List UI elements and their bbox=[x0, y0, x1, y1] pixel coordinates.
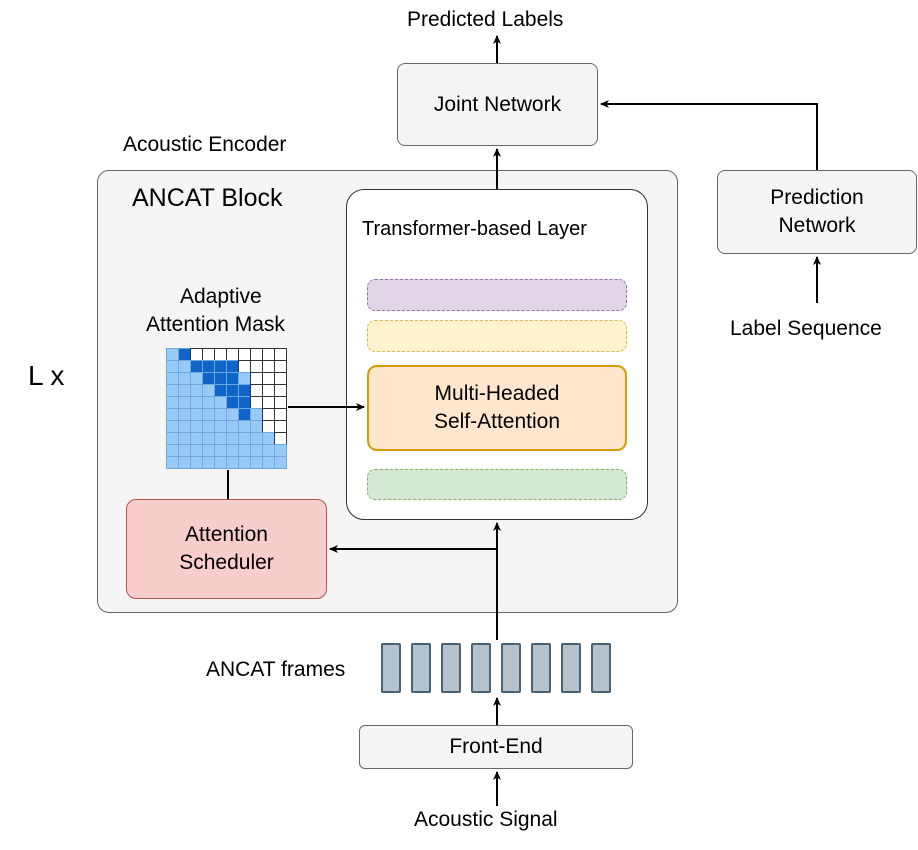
arrow-prediction-to-joint bbox=[600, 100, 818, 170]
dashed-layer-yellow bbox=[367, 320, 627, 352]
dashed-layer-purple bbox=[367, 279, 627, 311]
adaptive-mask-label-line1: Adaptive bbox=[180, 285, 262, 308]
ancat-frame bbox=[471, 643, 491, 693]
dashed-layer-green bbox=[367, 469, 627, 500]
front-end-box: Front-End bbox=[359, 725, 633, 769]
adaptive-mask-label-line2: Attention Mask bbox=[146, 313, 285, 336]
transformer-layer-label: Transformer-based Layer bbox=[362, 218, 587, 240]
acoustic-encoder-label: Acoustic Encoder bbox=[123, 133, 287, 156]
ancat-frame bbox=[441, 643, 461, 693]
attention-scheduler-box: Attention Scheduler bbox=[126, 499, 327, 599]
ancat-frame bbox=[501, 643, 521, 693]
transformer-layer-container bbox=[346, 189, 648, 520]
ancat-frames-group bbox=[381, 643, 613, 695]
ancat-frames-label: ANCAT frames bbox=[206, 658, 346, 681]
scheduler-label-line2: Scheduler bbox=[179, 551, 274, 574]
mhsa-label-line1: Multi-Headed bbox=[434, 382, 560, 405]
prediction-network-label-line2: Network bbox=[778, 214, 856, 237]
ancat-frame bbox=[561, 643, 581, 693]
ancat-frame bbox=[381, 643, 401, 693]
multi-headed-self-attention-box: Multi-Headed Self-Attention bbox=[367, 365, 627, 451]
adaptive-attention-mask-grid bbox=[166, 348, 287, 469]
predicted-labels-label: Predicted Labels bbox=[407, 8, 564, 31]
ancat-frame bbox=[591, 643, 611, 693]
ancat-frame bbox=[531, 643, 551, 693]
mask-cell bbox=[274, 456, 287, 469]
front-end-label: Front-End bbox=[449, 735, 543, 758]
mhsa-label-line2: Self-Attention bbox=[433, 410, 561, 433]
prediction-network-label-line1: Prediction bbox=[770, 186, 864, 209]
ancat-block-label: ANCAT Block bbox=[132, 184, 283, 212]
scheduler-label-line1: Attention bbox=[185, 523, 268, 546]
prediction-network-box: Prediction Network bbox=[717, 170, 917, 254]
label-sequence-label: Label Sequence bbox=[730, 317, 882, 340]
joint-network-box: Joint Network bbox=[397, 63, 598, 146]
ancat-frame bbox=[411, 643, 431, 693]
acoustic-signal-label: Acoustic Signal bbox=[414, 808, 558, 831]
l-x-label: L x bbox=[28, 360, 65, 391]
joint-network-label: Joint Network bbox=[433, 92, 562, 116]
